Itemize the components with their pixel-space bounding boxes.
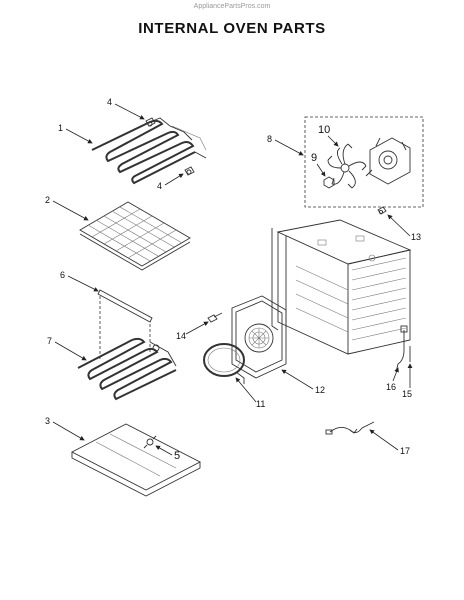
svg-text:14: 14: [176, 331, 186, 341]
callout-5: 5: [155, 445, 180, 462]
screw-5[interactable]: [143, 435, 157, 449]
svg-text:16: 16: [386, 382, 396, 392]
fan-assembly-box: [304, 116, 424, 208]
svg-text:5: 5: [174, 450, 180, 462]
callout-9: 9: [311, 152, 326, 177]
screw-4-bottom[interactable]: [184, 166, 195, 176]
callout-17: 17: [369, 429, 410, 456]
fan-cover[interactable]: [231, 295, 287, 379]
svg-text:10: 10: [318, 124, 330, 136]
svg-text:11: 11: [256, 399, 265, 409]
callout-11: 11: [235, 377, 265, 409]
callout-8: 8: [267, 134, 304, 156]
callout-6: 6: [60, 270, 99, 292]
svg-text:4: 4: [157, 181, 162, 191]
fan-blade[interactable]: [327, 143, 367, 189]
oven-cavity: [271, 219, 412, 355]
callout-4-bottom: 4: [157, 173, 184, 191]
callout-13: 13: [387, 214, 421, 242]
svg-text:7: 7: [47, 336, 52, 346]
svg-text:12: 12: [315, 385, 325, 395]
page-title: INTERNAL OVEN PARTS: [138, 20, 326, 37]
callout-14: 14: [176, 321, 209, 341]
svg-text:13: 13: [411, 232, 421, 242]
svg-text:4: 4: [107, 97, 112, 107]
callout-4-top: 4: [107, 97, 145, 120]
svg-text:9: 9: [311, 152, 317, 164]
screw-13[interactable]: [377, 206, 387, 215]
svg-text:3: 3: [45, 416, 50, 426]
vent-trim[interactable]: [97, 289, 153, 360]
convection-element[interactable]: [203, 343, 245, 384]
convection-fan-motor[interactable]: [365, 137, 411, 185]
fan-nut[interactable]: [323, 176, 335, 189]
svg-text:2: 2: [45, 195, 50, 205]
screw-14[interactable]: [207, 312, 223, 323]
broil-element[interactable]: [91, 117, 207, 185]
bottom-cover[interactable]: [71, 423, 201, 497]
bake-element[interactable]: [77, 337, 177, 401]
callout-7: 7: [47, 336, 87, 361]
oven-sensor[interactable]: [395, 325, 411, 373]
screw-4-top[interactable]: [145, 117, 156, 127]
callout-1: 1: [58, 123, 93, 144]
svg-text:1: 1: [58, 123, 63, 133]
wire-harness[interactable]: [325, 421, 375, 435]
svg-text:8: 8: [267, 134, 272, 144]
watermark: AppliancePartsPros.com: [193, 3, 271, 10]
svg-text:15: 15: [402, 389, 412, 399]
callout-16: 16: [386, 367, 399, 392]
callout-10: 10: [318, 124, 339, 147]
svg-text:17: 17: [400, 446, 410, 456]
svg-text:6: 6: [60, 270, 65, 280]
callout-15: 15: [402, 363, 413, 399]
callout-12: 12: [281, 369, 325, 395]
callout-3: 3: [45, 416, 85, 441]
oven-rack[interactable]: [79, 201, 191, 271]
callout-2: 2: [45, 195, 89, 221]
